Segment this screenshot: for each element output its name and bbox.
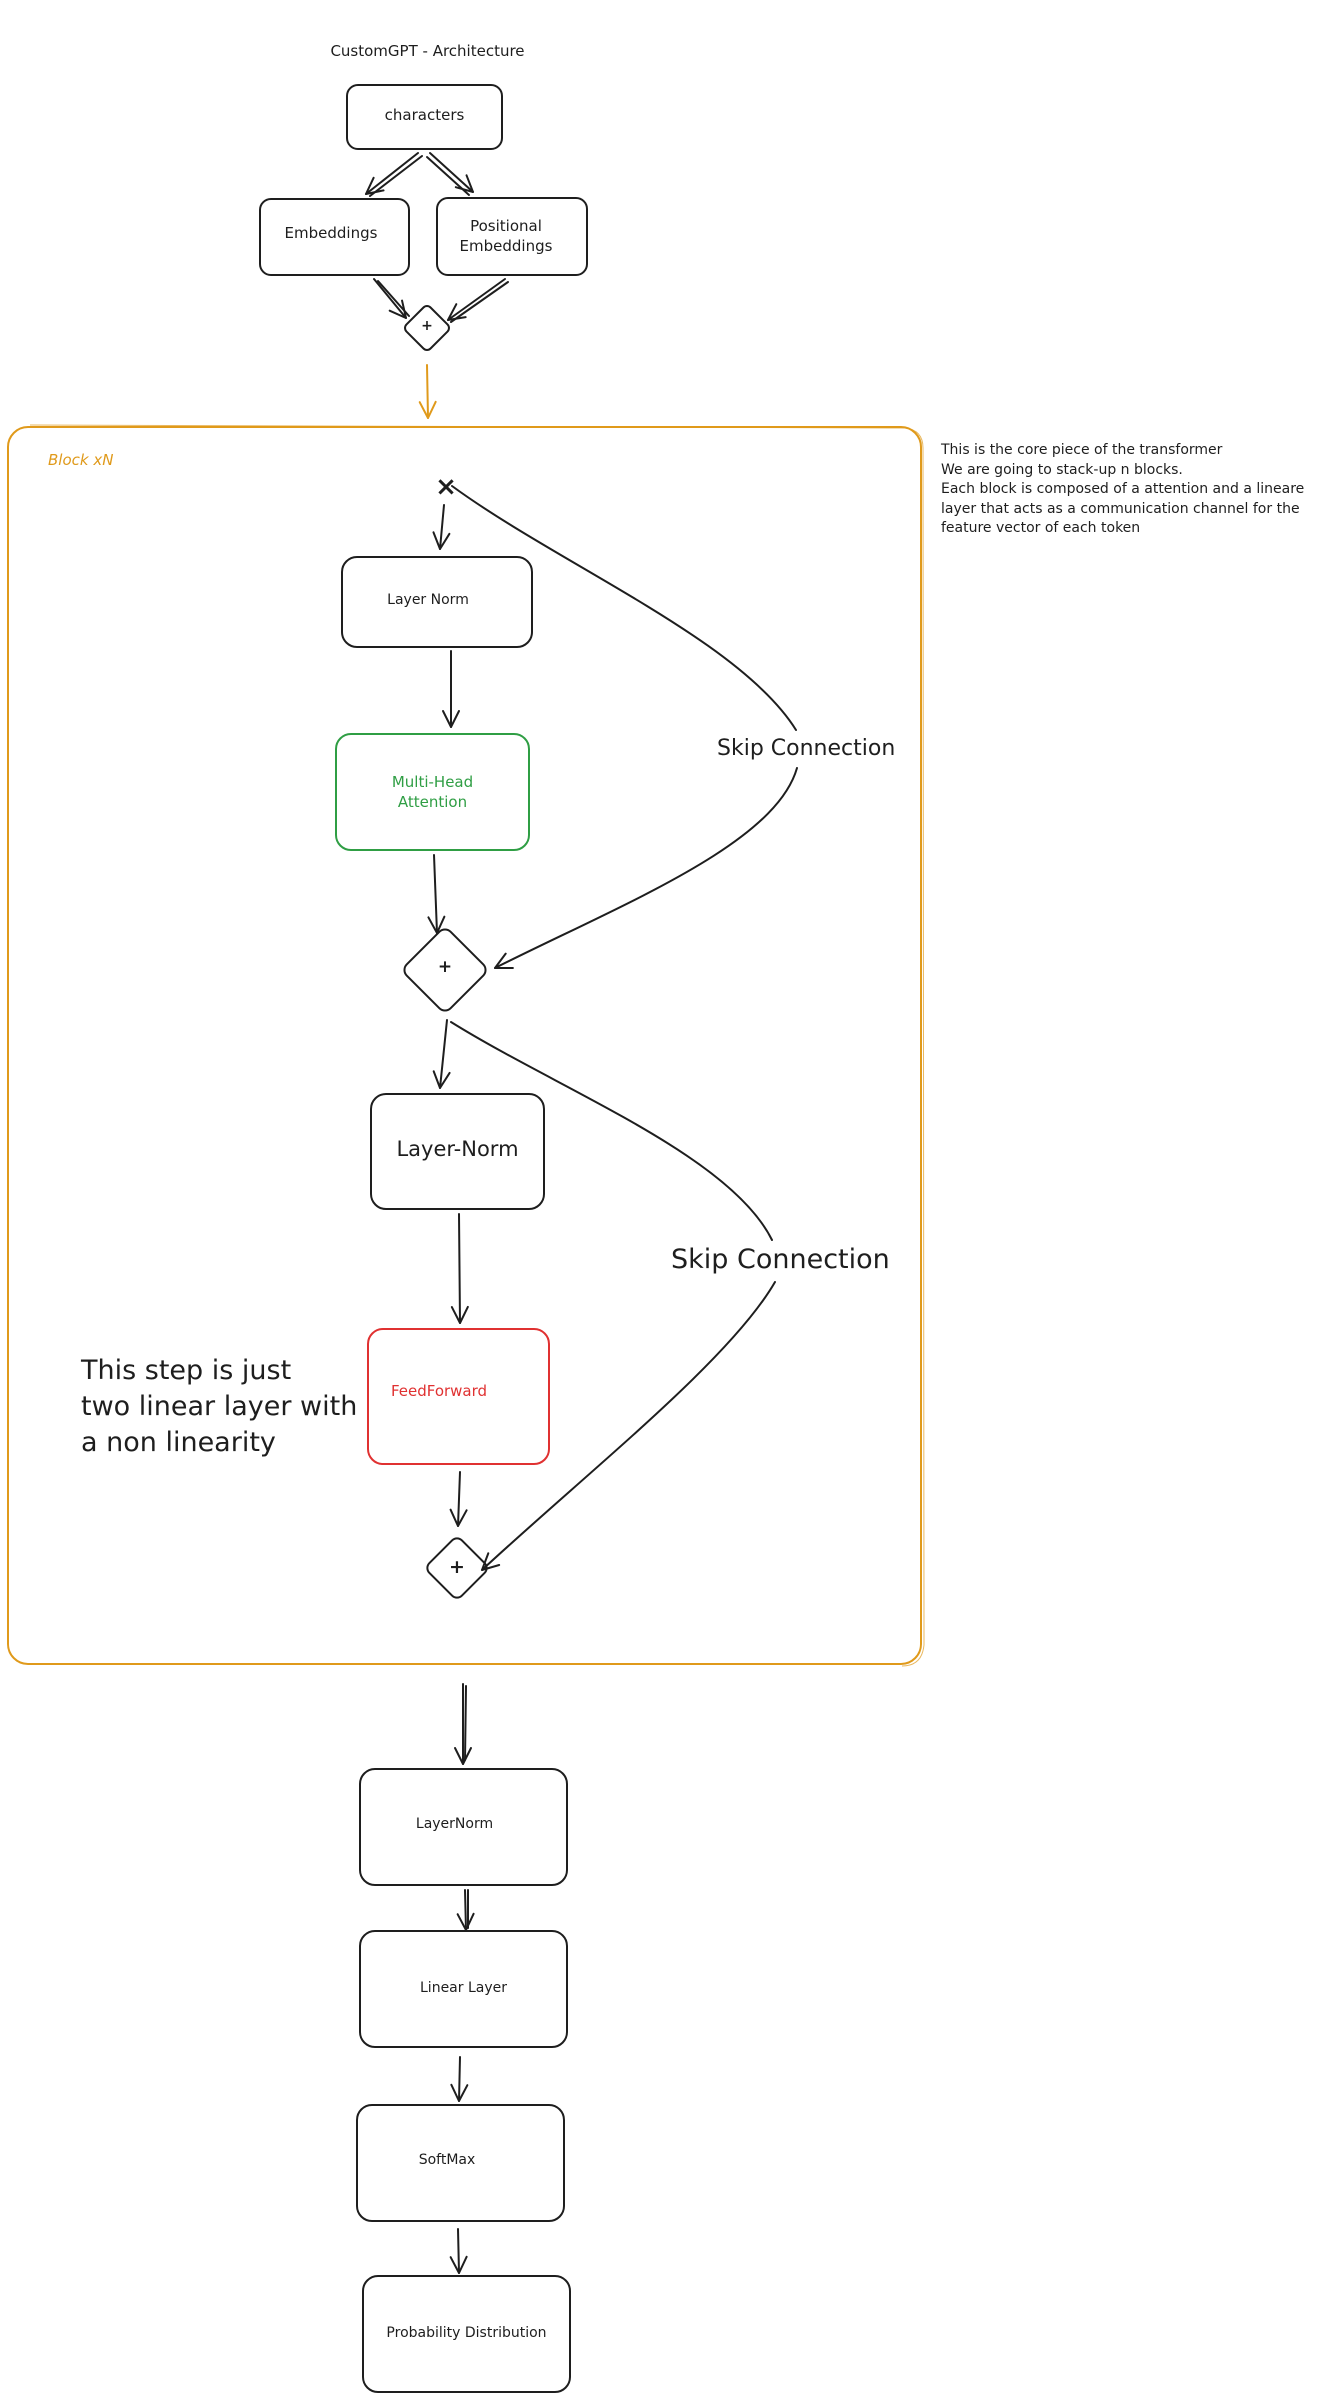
block-container bbox=[7, 426, 922, 1665]
arrow-positional-plus bbox=[447, 278, 506, 321]
linear-layer-label: Linear Layer bbox=[420, 1980, 507, 1996]
positional-label-line-1: Positional bbox=[470, 217, 542, 235]
skip-connection-2-upper bbox=[450, 1021, 773, 1241]
arrow-plus-block bbox=[418, 364, 437, 419]
arrow-characters-positional bbox=[429, 152, 474, 193]
probability-distribution-node[interactable]: Probability Distribution bbox=[362, 2275, 571, 2393]
positional-embeddings-label: Positional Embeddings bbox=[438, 216, 574, 256]
multi-head-attention-node[interactable]: Multi-Head Attention bbox=[335, 733, 530, 851]
layer-norm-1-label: Layer Norm bbox=[387, 592, 469, 608]
feedforward-note: This step is just two linear layer with … bbox=[81, 1353, 357, 1461]
skip-connection-1-lower bbox=[493, 767, 798, 969]
probability-distribution-label: Probability Distribution bbox=[386, 2325, 547, 2341]
layernorm-final-node[interactable]: LayerNorm bbox=[359, 1768, 568, 1886]
plus-symbol-attention: + bbox=[437, 957, 453, 977]
arrow-characters-positional-2 bbox=[426, 156, 470, 196]
multiply-symbol: × bbox=[435, 472, 457, 502]
transformer-note-line-5: feature vector of each token bbox=[941, 520, 1141, 536]
layer-norm-2-node[interactable]: Layer-Norm bbox=[370, 1093, 545, 1210]
transformer-note-line-1: This is the core piece of the transforme… bbox=[941, 442, 1223, 458]
feedforward-label: FeedForward bbox=[390, 1382, 488, 1400]
embeddings-label: Embeddings bbox=[284, 224, 378, 242]
characters-node[interactable]: characters bbox=[346, 84, 503, 150]
attention-label-line-2: Attention bbox=[397, 793, 468, 811]
positional-label-line-2: Embeddings bbox=[459, 237, 553, 255]
multi-head-attention-label: Multi-Head Attention bbox=[337, 772, 528, 812]
layernorm-final-label: LayerNorm bbox=[415, 1816, 494, 1832]
arrow-characters-embeddings bbox=[365, 152, 419, 195]
transformer-note-line-2: We are going to stack-up n blocks. bbox=[941, 461, 1183, 478]
layer-norm-1-node[interactable]: Layer Norm bbox=[341, 556, 533, 648]
linear-layer-node[interactable]: Linear Layer bbox=[359, 1930, 568, 2048]
skip-connection-label-1: Skip Connection bbox=[717, 736, 896, 761]
arrow-layernorm2-feedforward bbox=[450, 1213, 469, 1324]
feedforward-note-line-2: two linear layer with bbox=[81, 1391, 358, 1422]
characters-label: characters bbox=[384, 106, 465, 124]
arrow-linear-softmax bbox=[450, 2056, 469, 2102]
arrow-positional-plus-2 bbox=[450, 281, 509, 323]
block-container-sketch bbox=[29, 424, 925, 1667]
feedforward-node[interactable]: FeedForward bbox=[367, 1328, 550, 1465]
attention-label-line-1: Multi-Head bbox=[391, 773, 474, 791]
arrow-feedforward-plus bbox=[449, 1471, 468, 1527]
block-label: Block xN bbox=[48, 451, 114, 469]
plus-symbol-feedforward: + bbox=[449, 1556, 465, 1578]
arrow-characters-embeddings-2 bbox=[369, 155, 423, 197]
arrow-plus-layernorm2 bbox=[432, 1019, 451, 1089]
diagram-title: CustomGPT - Architecture bbox=[330, 42, 525, 60]
arrow-x-layernorm bbox=[432, 504, 451, 550]
arrow-layernorm-linear bbox=[456, 1889, 475, 1931]
positional-embeddings-node[interactable]: Positional Embeddings bbox=[436, 197, 588, 276]
arrow-block-layernorm-2 bbox=[464, 1685, 467, 1761]
skip-connection-label-2: Skip Connection bbox=[671, 1244, 890, 1275]
softmax-node[interactable]: SoftMax bbox=[356, 2104, 565, 2222]
arrow-embeddings-plus bbox=[373, 278, 407, 319]
feedforward-note-line-1: This step is just bbox=[81, 1355, 292, 1386]
plus-diamond-top bbox=[404, 305, 450, 351]
layer-norm-2-label: Layer-Norm bbox=[396, 1137, 519, 1161]
transformer-note-line-4: layer that acts as a communication chann… bbox=[941, 500, 1300, 517]
skip-connection-2-lower bbox=[481, 1281, 776, 1571]
plus-diamond-attention bbox=[403, 928, 487, 1012]
softmax-label: SoftMax bbox=[418, 2152, 476, 2168]
arrow-attention-plus bbox=[427, 854, 446, 934]
feedforward-note-line-3: a non linearity bbox=[81, 1427, 276, 1458]
plus-diamond-feedforward bbox=[426, 1537, 488, 1599]
arrow-softmax-probability bbox=[449, 2228, 468, 2274]
transformer-note: This is the core piece of the transforme… bbox=[941, 441, 1304, 539]
skip-connection-1-upper bbox=[451, 485, 797, 731]
embeddings-node[interactable]: Embeddings bbox=[259, 198, 410, 276]
transformer-note-line-3: Each block is composed of a attention an… bbox=[941, 481, 1305, 497]
arrow-embeddings-plus-2 bbox=[377, 280, 410, 317]
plus-symbol-top: + bbox=[421, 318, 433, 334]
